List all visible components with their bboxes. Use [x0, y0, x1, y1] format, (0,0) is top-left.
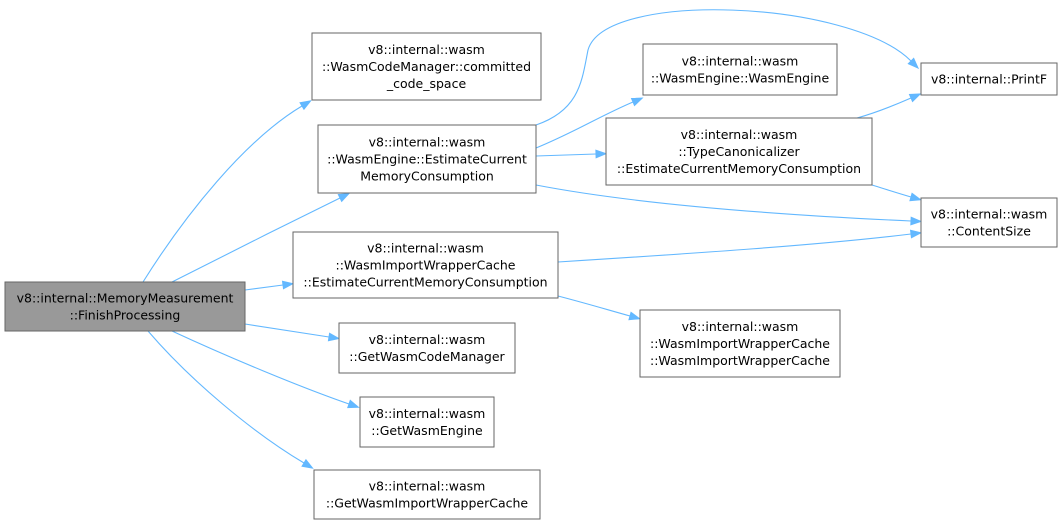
- node-label-line: ::WasmEngine::EstimateCurrent: [327, 152, 527, 167]
- node-box[interactable]: [317, 124, 537, 194]
- node-committed[interactable]: v8::internal::wasm::WasmCodeManager::com…: [311, 32, 542, 101]
- node-box[interactable]: [311, 32, 542, 101]
- nodes-layer: v8::internal::MemoryMeasurement::FinishP…: [4, 32, 1058, 520]
- edge-root-to-estimate-engine: [171, 197, 341, 283]
- node-label-line: MemoryConsumption: [360, 169, 494, 184]
- edge-root-to-get-engine: [171, 330, 350, 405]
- node-get-code-mgr[interactable]: v8::internal::wasm::GetWasmCodeManager: [338, 322, 516, 374]
- arrowhead: [281, 280, 295, 290]
- node-printf[interactable]: v8::internal::PrintF: [920, 62, 1058, 96]
- node-label-line: v8::internal::MemoryMeasurement: [17, 291, 234, 306]
- node-get-engine[interactable]: v8::internal::wasm::GetWasmEngine: [359, 396, 495, 448]
- edge-estimate-wrapper-to-content-size: [557, 233, 912, 263]
- node-label-line: v8::internal::wasm: [369, 406, 486, 421]
- arrowhead: [907, 57, 920, 70]
- arrowhead: [299, 100, 312, 111]
- node-label-line: v8::internal::wasm: [369, 479, 486, 494]
- node-box[interactable]: [313, 469, 541, 520]
- node-box[interactable]: [338, 322, 516, 374]
- edge-root-to-get-wrapper: [147, 330, 305, 464]
- arrowhead: [909, 192, 922, 202]
- node-label-line: ::GetWasmCodeManager: [349, 349, 505, 364]
- node-label-line: v8::internal::wasm: [368, 42, 485, 57]
- edges-layer: [142, 9, 923, 469]
- node-label-line: ::WasmEngine::WasmEngine: [651, 71, 830, 86]
- node-label-line: ::EstimateCurrentMemoryConsumption: [303, 275, 547, 290]
- arrowhead: [595, 149, 608, 159]
- arrowhead: [909, 229, 923, 239]
- arrowhead: [910, 216, 923, 226]
- node-label-line: ::GetWasmEngine: [371, 423, 483, 438]
- node-root[interactable]: v8::internal::MemoryMeasurement::FinishP…: [4, 281, 246, 332]
- edge-estimate-engine-to-printf: [535, 9, 912, 126]
- node-label-line: ::ContentSize: [947, 224, 1031, 239]
- node-label-line: v8::internal::wasm: [367, 241, 484, 256]
- node-box[interactable]: [292, 231, 559, 299]
- node-label-line: v8::internal::wasm: [682, 54, 799, 69]
- node-label-line: ::EstimateCurrentMemoryConsumption: [617, 161, 861, 176]
- edge-root-to-estimate-wrapper: [244, 284, 284, 291]
- arrowhead: [347, 399, 360, 409]
- edge-estimate-engine-to-engine-ctor: [535, 101, 634, 149]
- arrowhead: [908, 93, 922, 103]
- node-label-line: ::WasmImportWrapperCache: [650, 336, 830, 351]
- arrowhead: [337, 192, 351, 203]
- node-engine-ctor[interactable]: v8::internal::wasm::WasmEngine::WasmEngi…: [642, 43, 838, 96]
- node-label-line: ::TypeCanonicalizer: [678, 144, 800, 159]
- node-box[interactable]: [642, 43, 838, 96]
- edge-estimate-engine-to-type-canon: [535, 153, 597, 157]
- node-label-line: ::FinishProcessing: [70, 308, 181, 323]
- node-estimate-wrapper[interactable]: v8::internal::wasm::WasmImportWrapperCac…: [292, 231, 559, 299]
- node-box[interactable]: [920, 197, 1058, 248]
- edge-estimate-wrapper-to-wrapper-ctor: [557, 295, 631, 317]
- node-box[interactable]: [4, 281, 246, 332]
- edge-root-to-committed: [142, 105, 303, 283]
- node-label-line: ::GetWasmImportWrapperCache: [326, 496, 529, 511]
- node-label-line: ::WasmImportWrapperCache: [650, 353, 830, 368]
- node-estimate-engine[interactable]: v8::internal::wasm::WasmEngine::Estimate…: [317, 124, 537, 194]
- node-label-line: v8::internal::wasm: [682, 319, 799, 334]
- node-label-line: ::WasmCodeManager::committed: [322, 59, 531, 74]
- node-box[interactable]: [359, 396, 495, 448]
- edge-root-to-get-code-mgr: [244, 323, 330, 338]
- node-label-line: v8::internal::wasm: [369, 332, 486, 347]
- node-label-line: v8::internal::PrintF: [931, 72, 1047, 87]
- arrowhead: [327, 332, 341, 342]
- node-label-line: ::WasmImportWrapperCache: [336, 258, 516, 273]
- edge-estimate-engine-to-content-size: [535, 184, 912, 222]
- node-box[interactable]: [605, 117, 873, 186]
- node-label-line: v8::internal::wasm: [931, 207, 1048, 222]
- node-label-line: _code_space: [386, 76, 467, 91]
- node-get-wrapper[interactable]: v8::internal::wasm::GetWasmImportWrapper…: [313, 469, 541, 520]
- arrowhead: [301, 458, 314, 469]
- node-content-size[interactable]: v8::internal::wasm::ContentSize: [920, 197, 1058, 248]
- arrowhead: [628, 311, 641, 321]
- edge-type-canon-to-printf: [856, 97, 912, 119]
- node-label-line: v8::internal::wasm: [681, 127, 798, 142]
- node-label-line: v8::internal::wasm: [369, 135, 486, 150]
- node-wrapper-ctor[interactable]: v8::internal::wasm::WasmImportWrapperCac…: [639, 309, 841, 378]
- arrowhead: [630, 97, 644, 107]
- node-box[interactable]: [920, 62, 1058, 96]
- edge-type-canon-to-content-size: [871, 184, 912, 198]
- node-box[interactable]: [639, 309, 841, 378]
- node-type-canon[interactable]: v8::internal::wasm::TypeCanonicalizer::E…: [605, 117, 873, 186]
